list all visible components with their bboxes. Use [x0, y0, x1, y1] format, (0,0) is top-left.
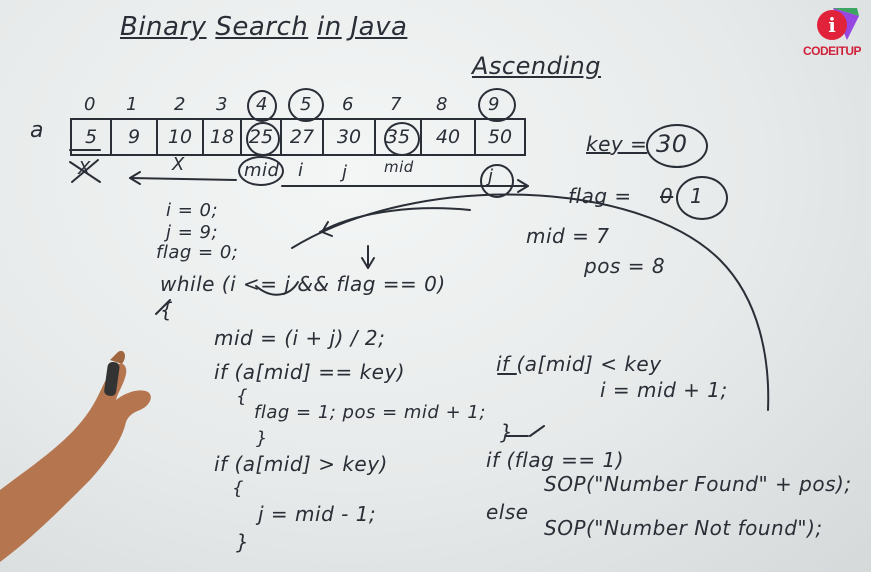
init-flag: flag = 0;	[156, 242, 239, 263]
info-icon: i	[817, 10, 847, 40]
init-j: j = 9;	[166, 222, 219, 243]
array-cell-8: 40	[422, 118, 476, 156]
flag-set: flag = 1; pos = mid + 1;	[254, 402, 486, 423]
if-greater: if (a[mid] > key)	[214, 452, 388, 476]
j-set: j = mid - 1;	[258, 502, 377, 526]
array-cell-5: 27	[282, 118, 324, 156]
if-flag: if (flag == 1)	[486, 448, 625, 472]
sop-not-found: SOP("Number Not found");	[544, 516, 823, 540]
key-label: key =	[586, 132, 648, 156]
j-circle	[480, 164, 514, 198]
brace-d: }	[236, 530, 250, 554]
index-0: 0	[84, 94, 96, 115]
codeitup-logo: i CODEITUP	[803, 6, 863, 64]
close-while: }	[500, 420, 514, 444]
board-title: Binary Search in Java	[120, 12, 408, 42]
while-open-brace: {	[160, 298, 174, 322]
presenter-hand	[0, 350, 151, 562]
brace-a: {	[236, 386, 248, 407]
array-cell-3: 18	[204, 118, 242, 156]
index-3: 3	[216, 94, 228, 115]
ascending-label: Ascending	[472, 52, 601, 80]
cell-25-circle	[246, 122, 280, 156]
array-label: a	[30, 118, 44, 143]
index-9-circle	[478, 88, 516, 122]
mid-circle	[238, 156, 284, 186]
i-mark: i	[298, 160, 304, 181]
logo-text: CODEITUP	[803, 44, 862, 58]
array-cell-6: 30	[324, 118, 376, 156]
index-6: 6	[342, 94, 354, 115]
sop-found: SOP("Number Found" + pos);	[544, 472, 852, 496]
index-2: 2	[174, 94, 186, 115]
array-cell-9: 50	[476, 118, 526, 156]
cell-35-circle	[384, 122, 420, 156]
index-1: 1	[126, 94, 138, 115]
array-cell-1: 9	[112, 118, 158, 156]
pos-value: pos = 8	[584, 254, 666, 278]
key-circle	[646, 124, 708, 168]
index-5-circle	[288, 88, 324, 122]
if-equal: if (a[mid] == key)	[214, 360, 406, 384]
if-less: if (a[mid] < key	[496, 352, 662, 376]
index-8: 8	[436, 94, 448, 115]
brace-b: }	[256, 428, 268, 449]
brace-c: {	[232, 478, 244, 499]
flag-circle	[676, 176, 728, 220]
j-mark: j	[342, 162, 348, 183]
index-7: 7	[390, 94, 402, 115]
index-4-circle	[247, 90, 277, 122]
else-keyword: else	[486, 500, 529, 524]
cross-mark-2: X	[172, 154, 185, 175]
while-line: while (i <= j && flag == 0)	[160, 272, 446, 296]
mid-calc: mid = (i + j) / 2;	[214, 326, 386, 350]
mid-mark-2: mid	[384, 158, 414, 176]
mid-value: mid = 7	[526, 224, 610, 248]
flag-old-value: 0	[660, 184, 674, 208]
array-cell-0: 5	[70, 118, 112, 156]
array-cell-2: 10	[158, 118, 204, 156]
init-i: i = 0;	[166, 200, 219, 221]
i-set: i = mid + 1;	[600, 378, 728, 402]
